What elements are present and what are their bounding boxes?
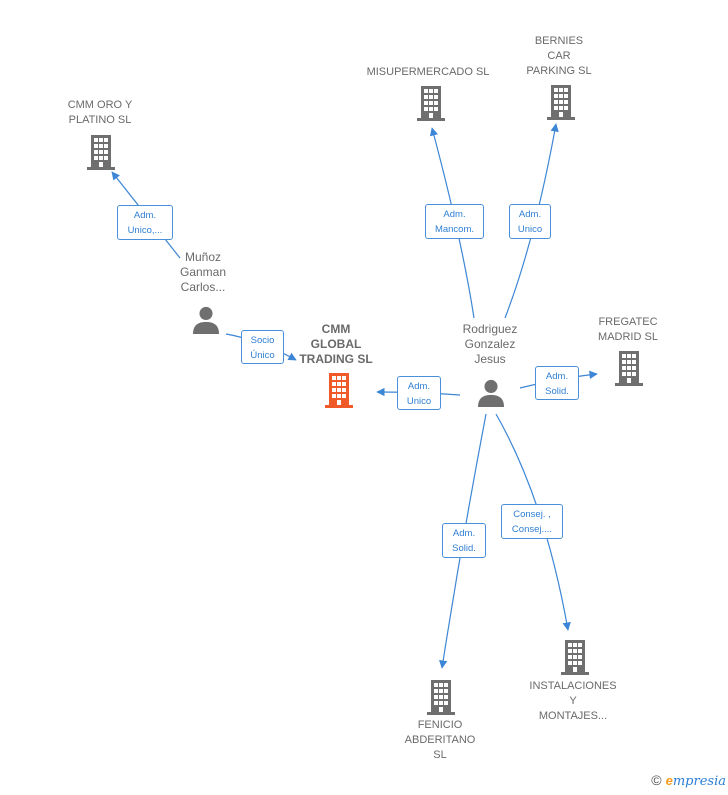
building-icon[interactable]: [427, 680, 455, 715]
edge-label-rod-fenicio: Adm. Solid.: [442, 523, 486, 558]
company-label-instalaciones[interactable]: INSTALACIONES Y MONTAJES...: [529, 680, 617, 722]
building-icon[interactable]: [561, 640, 589, 675]
building-focus-icon[interactable]: [325, 373, 353, 408]
building-icon[interactable]: [417, 86, 445, 121]
company-label-misupermercado[interactable]: MISUPERMERCADO SL: [366, 66, 490, 78]
company-label-bernies[interactable]: BERNIES CAR PARKING SL: [526, 35, 592, 77]
company-label-fregatec[interactable]: FREGATEC MADRID SL: [598, 316, 658, 343]
person-label-rodriguez[interactable]: Rodriguez Gonzalez Jesus: [462, 322, 518, 366]
company-label-fenicio[interactable]: FENICIO ABDERITANO SL: [404, 719, 476, 761]
person-icon[interactable]: [477, 379, 505, 407]
edge-label-rod-bernies: Adm. Unico: [509, 204, 551, 239]
building-icon[interactable]: [615, 351, 643, 386]
person-label-munoz[interactable]: Muñoz Ganman Carlos...: [179, 250, 227, 294]
edge-label-rod-instalaciones: Consej. , Consej....: [501, 504, 563, 539]
company-label-cmm-oro[interactable]: CMM ORO Y PLATINO SL: [67, 99, 133, 126]
edge-label-munoz-cmm-global: Socio Único: [241, 330, 284, 364]
building-icon[interactable]: [547, 85, 575, 120]
copyright-icon: ©: [651, 772, 662, 788]
building-icon[interactable]: [87, 135, 115, 170]
person-icon[interactable]: [192, 306, 220, 334]
brand-initial: e: [665, 773, 673, 788]
edge-label-rod-misuper: Adm. Mancom.: [425, 204, 484, 239]
edge-label-munoz-cmm-oro: Adm. Unico,...: [117, 205, 173, 240]
brand-name: mpresia: [672, 774, 726, 789]
company-label-cmm-global[interactable]: CMM GLOBAL TRADING SL: [299, 322, 373, 366]
edge-label-rod-fregatec: Adm. Solid.: [535, 366, 579, 400]
empresia-logo[interactable]: ©empresia: [651, 772, 726, 789]
edge-label-rod-cmm-global: Adm. Unico: [397, 376, 441, 410]
